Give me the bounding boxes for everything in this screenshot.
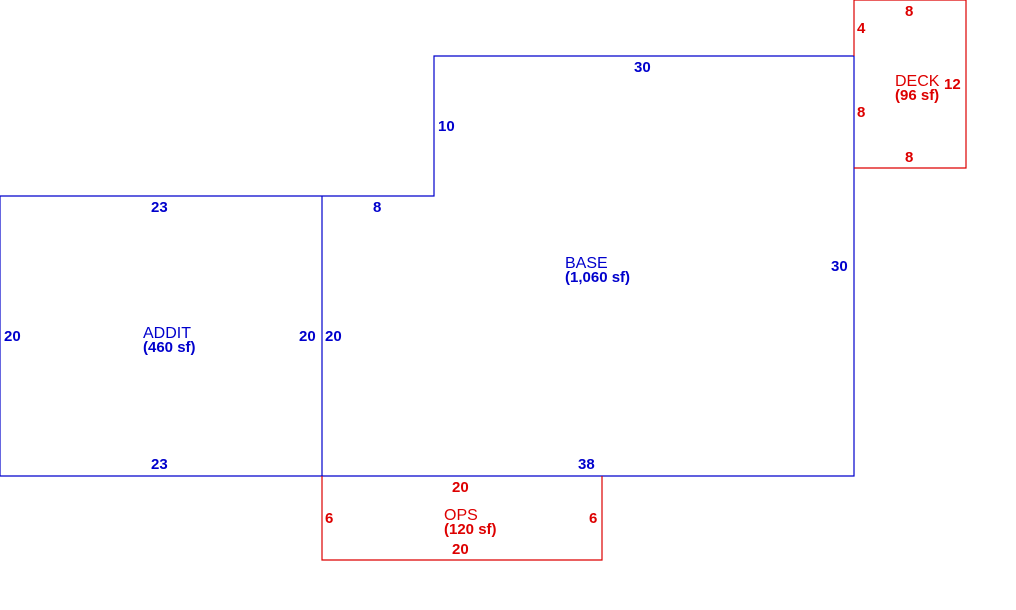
ops-dim-left: 6 [325, 510, 333, 527]
deck-outline [853, 0, 967, 169]
addit-outline [0, 195, 322, 477]
ops-area: (120 sf) [444, 521, 497, 538]
base-dim-step-horizontal: 8 [373, 199, 381, 216]
addit-area: (460 sf) [143, 339, 196, 356]
base-dim-top: 30 [634, 59, 651, 76]
deck-area: (96 sf) [895, 87, 939, 104]
addit-dim-bottom: 23 [151, 456, 168, 473]
addit-dim-top: 23 [151, 199, 168, 216]
ops-dim-top: 20 [452, 479, 469, 496]
deck-dim-top: 8 [905, 3, 913, 20]
addit-dim-left: 20 [4, 328, 21, 345]
deck-dim-bottom: 8 [905, 149, 913, 166]
base-name: BASE [565, 255, 608, 272]
ops-dim-right: 6 [589, 510, 597, 527]
base-area: (1,060 sf) [565, 269, 630, 286]
deck-dim-right: 12 [944, 76, 961, 93]
ops-outline [321, 476, 603, 561]
base-dim-bottom: 38 [578, 456, 595, 473]
deck-dim-left-lower: 8 [857, 104, 865, 121]
base-dim-step-vertical: 10 [438, 118, 455, 135]
base-dim-right: 30 [831, 258, 848, 275]
addit-name: ADDIT [143, 325, 191, 342]
ops-name: OPS [444, 507, 478, 524]
deck-name: DECK [895, 73, 940, 90]
base-dim-left: 20 [325, 328, 342, 345]
ops-dim-bottom: 20 [452, 541, 469, 558]
deck-dim-left-upper: 4 [857, 20, 866, 37]
addit-dim-right: 20 [299, 328, 316, 345]
